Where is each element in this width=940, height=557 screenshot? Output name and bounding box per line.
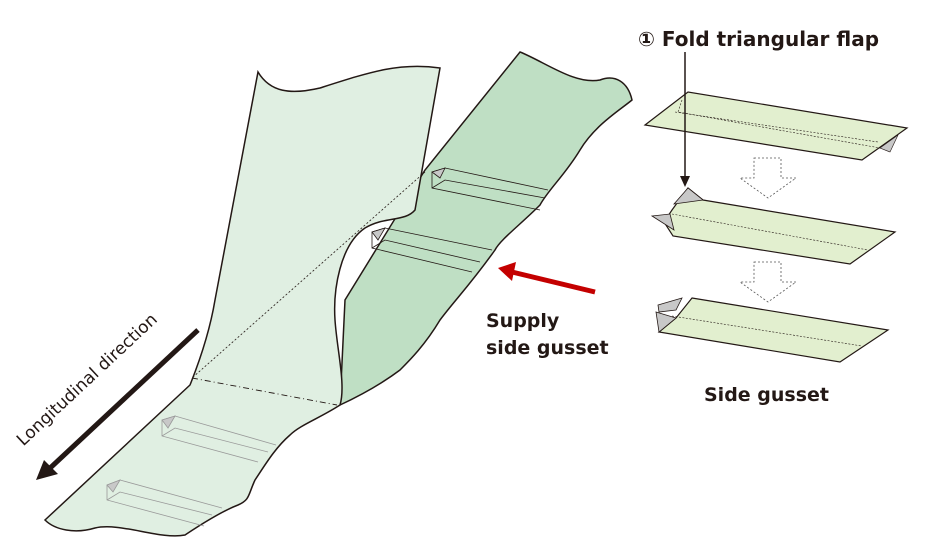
fold-step-label: ① Fold triangular flap <box>638 27 880 51</box>
fold-pointer-arrow <box>680 52 690 187</box>
film-gusset <box>106 479 223 527</box>
supply-label-line1: Supply <box>486 310 560 332</box>
film-gusset <box>371 227 493 273</box>
gusset-step-1 <box>643 91 909 161</box>
down-arrow-icon <box>738 157 798 199</box>
gusset-step-3 <box>655 297 890 363</box>
film-front-sheet <box>43 65 441 537</box>
supply-arrow <box>498 262 596 295</box>
cut-line-dashdot <box>191 377 338 406</box>
gusset-step-2 <box>650 187 897 265</box>
down-arrow-icon <box>738 261 798 303</box>
longitudinal-arrow <box>36 328 200 480</box>
supply-label-line2: side gusset <box>486 337 609 359</box>
film-gusset <box>431 167 549 211</box>
film-back-sheet <box>339 51 633 407</box>
side-gusset-label: Side gusset <box>704 384 830 406</box>
film-gusset <box>161 415 277 463</box>
